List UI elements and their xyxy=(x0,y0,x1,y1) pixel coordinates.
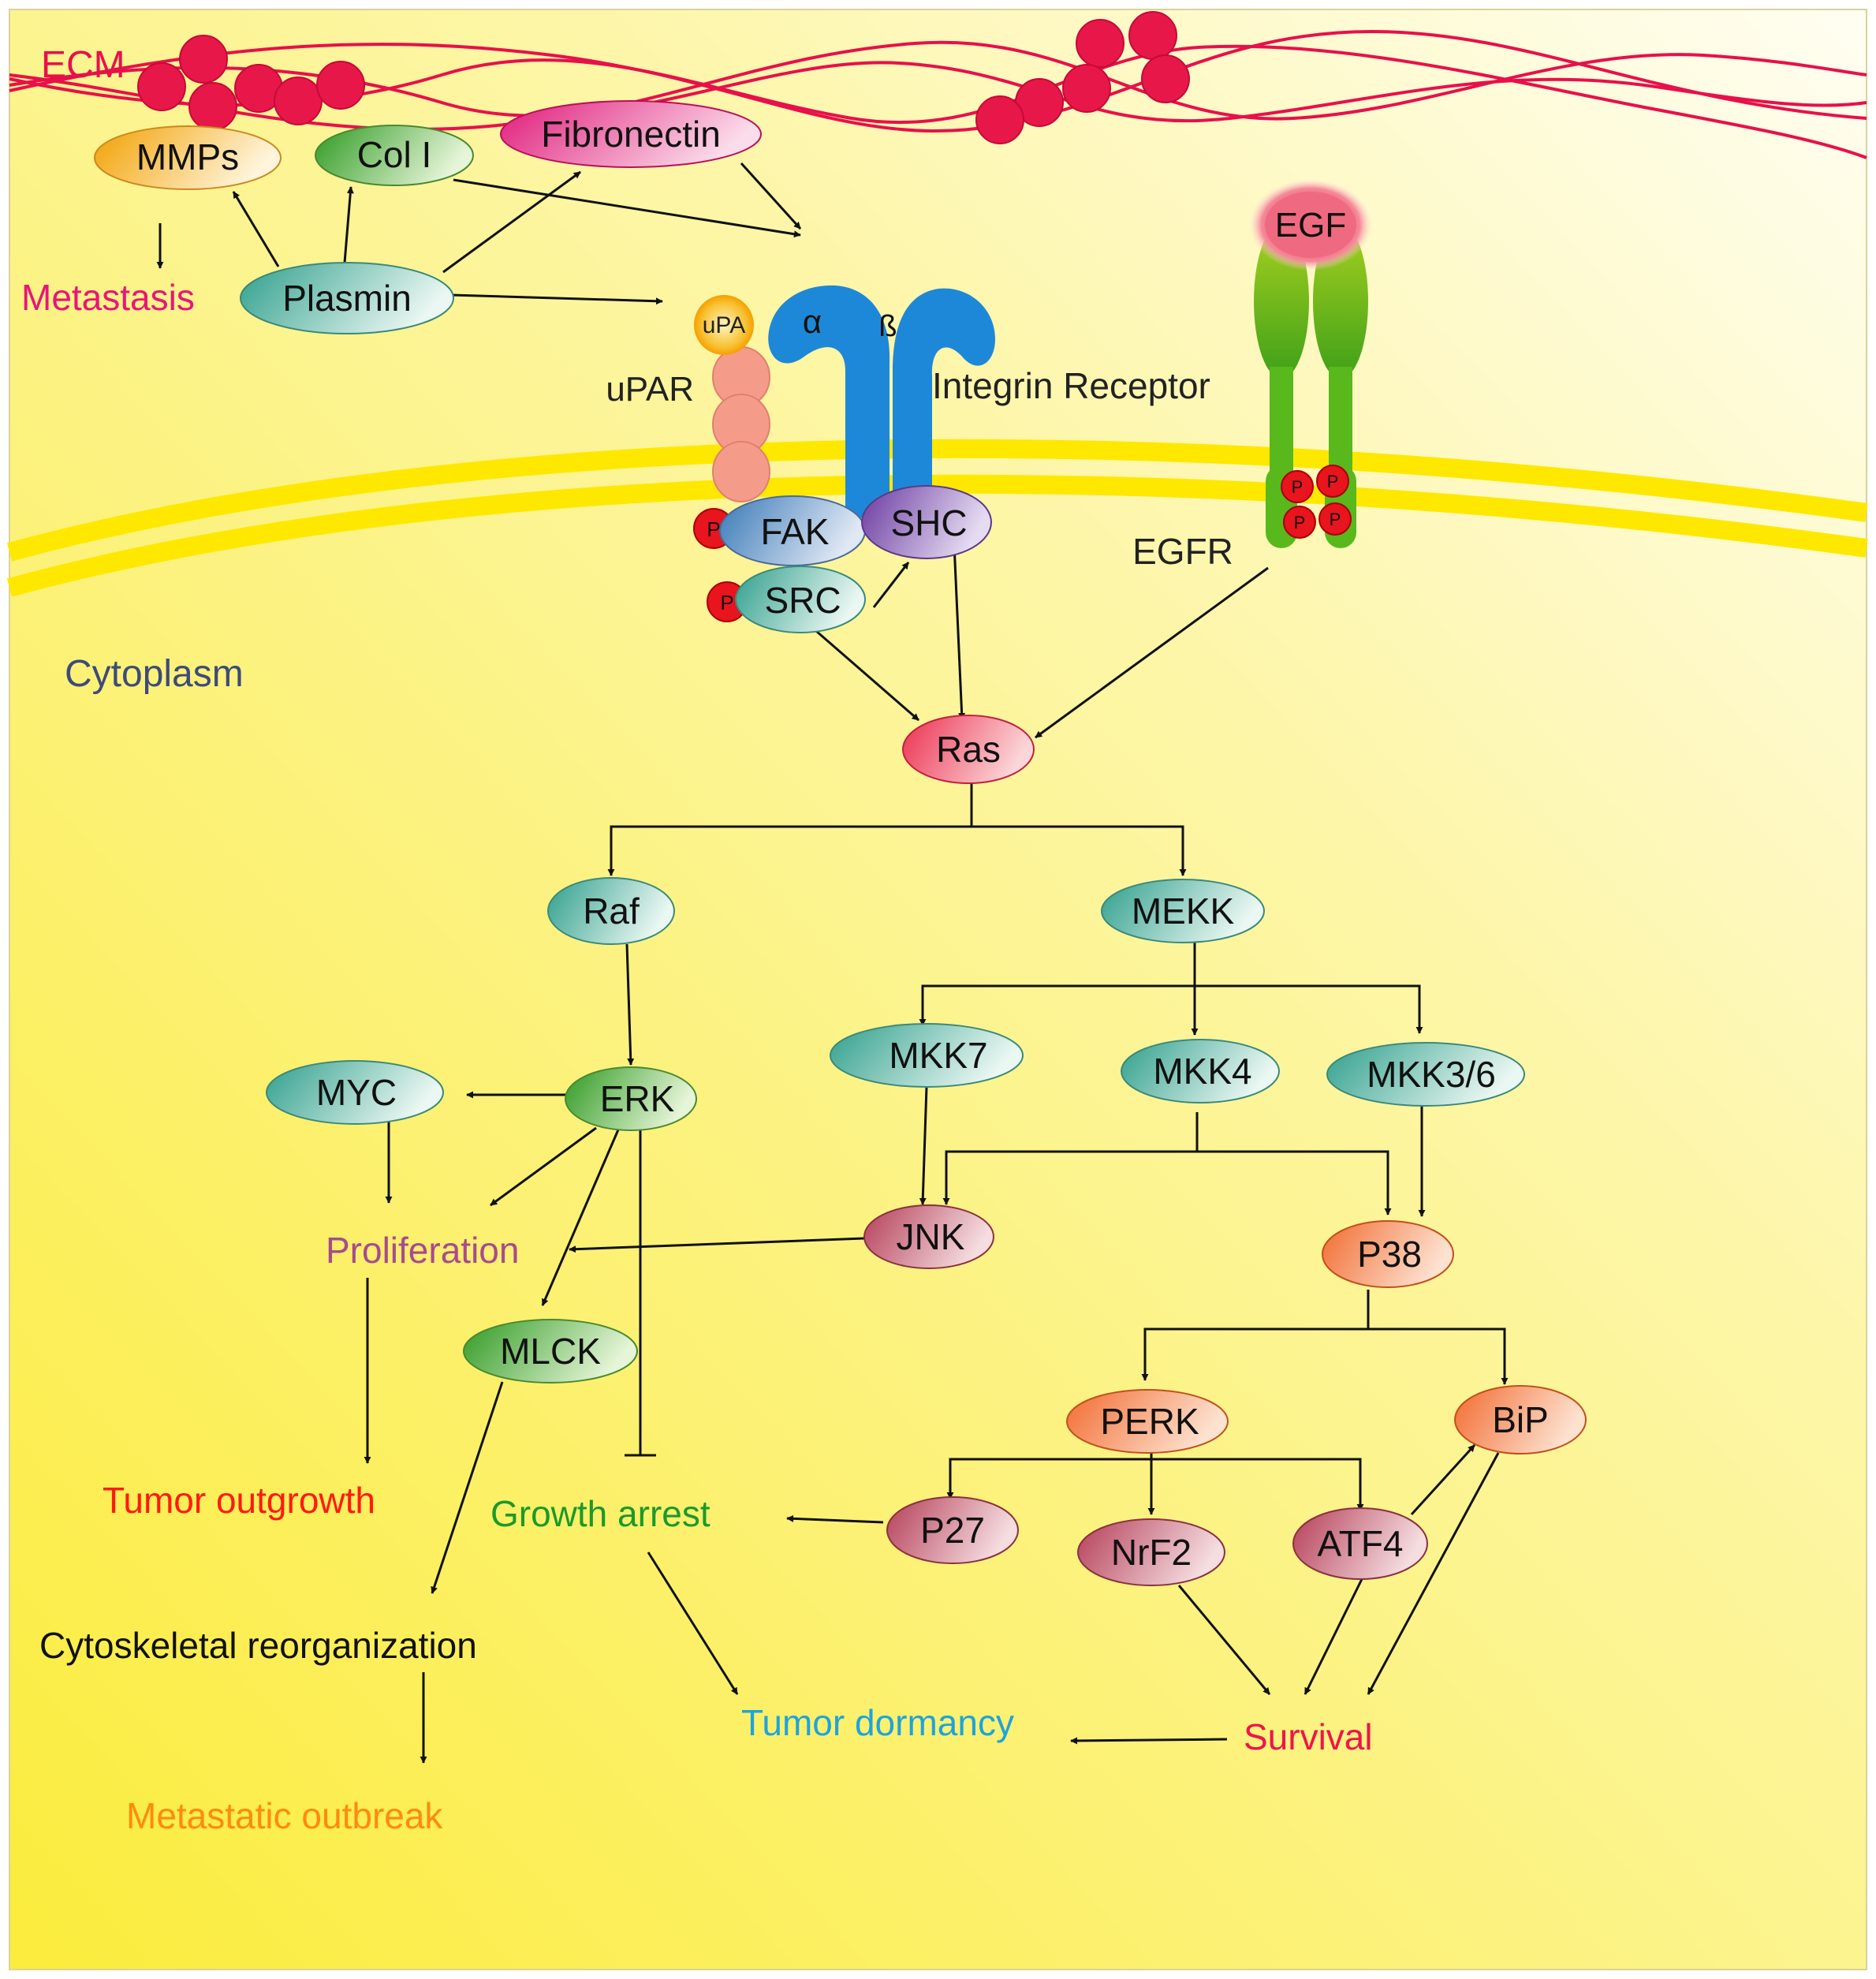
node-mkk36: MKK3/6 xyxy=(1326,1042,1525,1107)
pathway-arrows xyxy=(156,162,1509,1764)
egfr-phosphorylation-sites xyxy=(1281,465,1352,539)
outcome-tumor-outgrowth: Tumor outgrowth xyxy=(103,1480,375,1521)
ecm-globules xyxy=(137,11,1190,144)
integrin-beta-label: ß xyxy=(878,310,897,343)
node-raf: Raf xyxy=(547,877,675,945)
outcome-metastatic-outbreak: Metastatic outbreak xyxy=(126,1795,443,1836)
upa-ligand xyxy=(694,295,754,355)
node-src: SRC xyxy=(735,566,866,633)
phospho-label: P xyxy=(1330,510,1341,529)
node-fak: FAK xyxy=(719,495,866,566)
node-nrf2: NrF2 xyxy=(1077,1518,1225,1586)
node-mlck: MLCK xyxy=(463,1319,638,1383)
node-shc-label: SHC xyxy=(890,502,967,543)
integrin-receptor-label: Integrin Receptor xyxy=(932,365,1210,406)
upar-label: uPAR xyxy=(606,370,694,409)
node-nrf2-label: NrF2 xyxy=(1111,1532,1192,1573)
node-perk-label: PERK xyxy=(1100,1401,1199,1442)
node-shc: SHC xyxy=(861,485,992,559)
egfr-label: EGFR xyxy=(1132,531,1233,572)
node-plasmin: Plasmin xyxy=(240,262,454,334)
outcome-tumor-dormancy: Tumor dormancy xyxy=(741,1702,1014,1743)
node-mlck-label: MLCK xyxy=(500,1331,601,1372)
node-plasmin-label: Plasmin xyxy=(282,278,412,319)
node-src-label: SRC xyxy=(764,580,841,621)
node-atf4: ATF4 xyxy=(1292,1507,1428,1580)
node-erk-label: ERK xyxy=(600,1078,675,1119)
integrin-alpha-label: α xyxy=(803,303,822,340)
node-mkk4-label: MKK4 xyxy=(1153,1051,1251,1092)
node-jnk: JNK xyxy=(863,1204,994,1269)
node-bip-label: BiP xyxy=(1492,1399,1549,1440)
phospho-label: P xyxy=(707,517,720,541)
outcome-proliferation: Proliferation xyxy=(326,1230,519,1271)
phospho-label: P xyxy=(1292,477,1304,497)
node-mkk4: MKK4 xyxy=(1121,1039,1280,1103)
outcome-metastasis: Metastasis xyxy=(21,277,195,318)
node-col1-label: Col I xyxy=(357,134,432,175)
node-perk: PERK xyxy=(1066,1389,1229,1454)
node-mkk7-label: MKK7 xyxy=(889,1035,987,1076)
upa-label: uPA xyxy=(703,312,745,338)
node-bip: BiP xyxy=(1454,1385,1587,1454)
egf-label: EGF xyxy=(1275,206,1346,245)
node-raf-label: Raf xyxy=(583,891,640,932)
node-myc: MYC xyxy=(266,1060,444,1125)
outcome-cytoskeletal-reorganization: Cytoskeletal reorganization xyxy=(39,1625,477,1666)
node-col1: Col I xyxy=(315,125,474,186)
integrin-alpha-subunit xyxy=(768,285,890,521)
node-erk: ERK xyxy=(565,1066,697,1131)
node-p27: P27 xyxy=(886,1496,1019,1564)
node-mkk7: MKK7 xyxy=(830,1023,1024,1088)
node-mkk36-label: MKK3/6 xyxy=(1367,1054,1496,1095)
phospho-label: P xyxy=(1327,472,1339,491)
node-jnk-label: JNK xyxy=(897,1216,965,1257)
node-p38-label: P38 xyxy=(1357,1234,1422,1275)
upar-receptor xyxy=(712,346,770,502)
integrin-beta-subunit xyxy=(893,288,995,525)
node-mmps: MMPs xyxy=(94,125,282,190)
node-p38: P38 xyxy=(1322,1220,1454,1288)
cytoplasm-label: Cytoplasm xyxy=(65,653,244,695)
node-fak-label: FAK xyxy=(761,511,830,552)
node-fibronectin: Fibronectin xyxy=(500,100,762,168)
node-atf4-label: ATF4 xyxy=(1317,1523,1403,1564)
node-mmps-label: MMPs xyxy=(136,136,239,177)
node-mekk-label: MEKK xyxy=(1132,891,1235,932)
ecm-label: ECM xyxy=(41,44,125,86)
node-mekk: MEKK xyxy=(1101,879,1265,943)
node-myc-label: MYC xyxy=(316,1072,397,1113)
node-ras: Ras xyxy=(902,715,1035,784)
phospho-label: P xyxy=(720,591,733,614)
outcome-survival: Survival xyxy=(1244,1716,1373,1757)
node-p27-label: P27 xyxy=(920,1510,985,1551)
phospho-label: P xyxy=(1294,513,1306,532)
node-fibronectin-label: Fibronectin xyxy=(541,114,721,155)
outcome-growth-arrest: Growth arrest xyxy=(490,1493,710,1534)
node-ras-label: Ras xyxy=(936,729,1001,770)
